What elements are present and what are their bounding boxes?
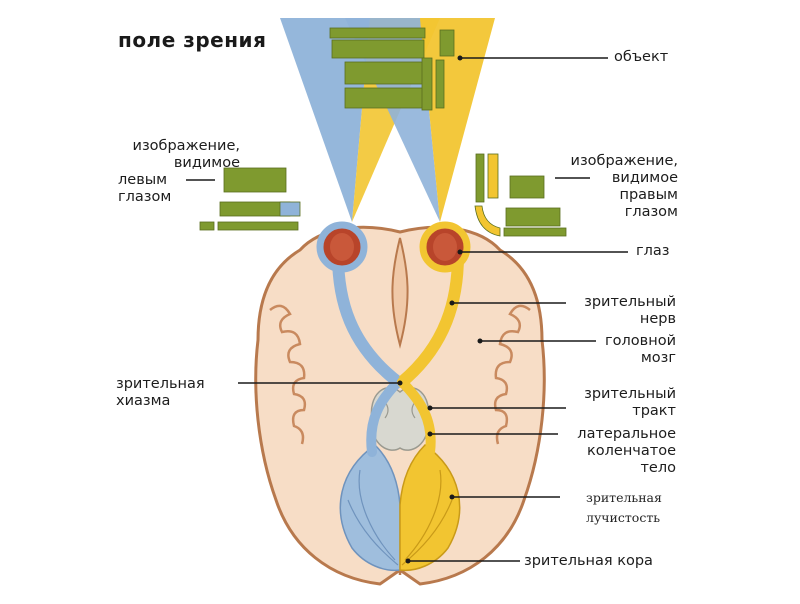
label-optic-tract-line-1: зрительный <box>584 386 676 402</box>
right-optic-tract <box>397 377 436 457</box>
label-left-image-line-1: изображение, <box>132 138 240 154</box>
right-radiation <box>399 444 461 572</box>
label-radiation-line-1: зрительная <box>586 490 662 505</box>
left-optic-tract <box>366 377 403 457</box>
label-left-image-line-4: глазом <box>118 189 172 205</box>
label-right-image-line-1: изображение, <box>570 153 678 169</box>
left-gyri <box>269 304 307 445</box>
label-optic-nerve-line-2: нерв <box>639 311 676 327</box>
right-eye-image <box>474 153 567 237</box>
object-blocks <box>329 27 455 111</box>
label-left-image-line-3: левым <box>118 172 168 188</box>
right-optic-nerve <box>396 249 464 388</box>
leader-lines <box>186 57 628 562</box>
label-right-image-line-2: видимое <box>611 170 678 186</box>
left-radiation <box>339 444 401 572</box>
label-optic-radiation: зрительная лучистость <box>586 488 662 528</box>
eyes <box>316 221 471 273</box>
label-optic-nerve: зрительный нерв <box>560 294 676 328</box>
optic-radiation <box>339 444 461 572</box>
label-right-eye-image: изображение, видимое правым глазом <box>548 153 678 221</box>
label-radiation-line-2: лучистость <box>586 510 661 525</box>
label-brain-line-2: мозг <box>640 350 676 366</box>
label-optic-tract: зрительный тракт <box>560 386 676 420</box>
label-lgn-line-3: тело <box>640 460 676 476</box>
label-brain-line-1: головной <box>605 333 676 349</box>
label-object: объект <box>614 49 669 65</box>
label-left-image-line-2: видимое <box>173 155 240 171</box>
label-chiasm-line-1: зрительная <box>116 376 205 392</box>
left-eye-image <box>199 167 301 231</box>
longitudinal-fissure <box>391 237 409 349</box>
label-chiasm: зрительная хиазма <box>116 376 205 410</box>
leader-dots <box>397 55 483 564</box>
diagram-title: поле зрения <box>118 28 267 52</box>
label-left-eye-image: изображение, видимое левым глазом <box>110 138 240 206</box>
label-eye: глаз <box>636 243 670 259</box>
label-brain: головной мозг <box>560 333 676 367</box>
label-lgn-line-1: латеральное <box>577 426 676 442</box>
right-gyri <box>493 304 531 445</box>
label-lgn-line-2: коленчатое <box>587 443 676 459</box>
label-right-image-line-4: глазом <box>624 204 678 220</box>
label-right-image-line-3: правым <box>619 187 678 203</box>
label-optic-tract-line-2: тракт <box>632 403 676 419</box>
label-chiasm-line-2: хиазма <box>116 393 171 409</box>
label-optic-nerve-line-1: зрительный <box>584 294 676 310</box>
label-visual-cortex: зрительная кора <box>524 553 653 569</box>
label-lgn: латеральное коленчатое тело <box>540 426 676 477</box>
